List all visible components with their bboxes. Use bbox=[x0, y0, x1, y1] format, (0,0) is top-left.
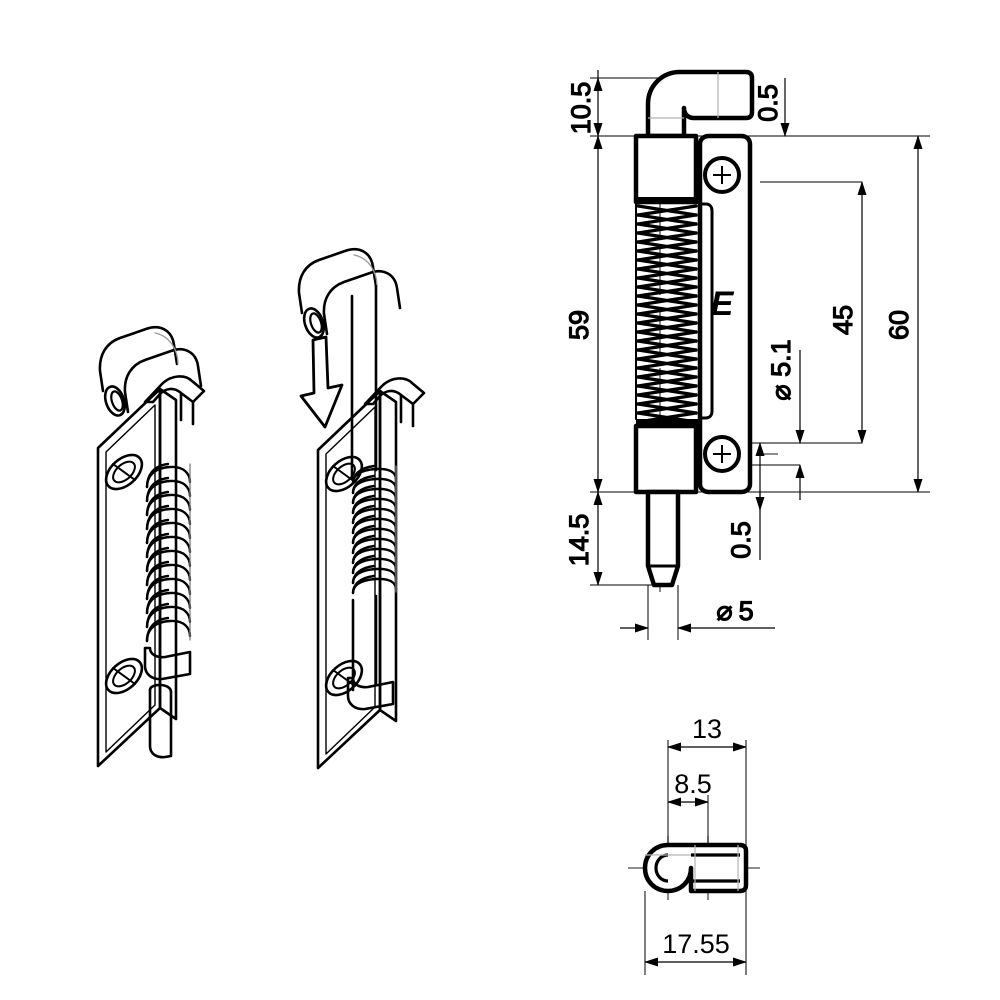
dim-label-45: 45 bbox=[828, 305, 858, 335]
front-elevation-view: E bbox=[590, 69, 930, 592]
top-section-view: 13 8.5 17.55 bbox=[628, 714, 760, 975]
iso1-plate bbox=[96, 387, 178, 768]
dim-label-14-5: 14.5 bbox=[564, 514, 594, 567]
front-pin bbox=[645, 489, 681, 588]
iso1-spring bbox=[145, 462, 192, 643]
dim-label-10-5: 10.5 bbox=[566, 82, 596, 135]
dim-label-60: 60 bbox=[884, 310, 914, 340]
top-section-inner bbox=[654, 853, 740, 883]
dim-label-dia-5-1: ⌀ 5.1 bbox=[766, 339, 796, 400]
iso-view-retracted bbox=[297, 247, 426, 770]
down-arrow-icon bbox=[299, 335, 344, 429]
iso1-pin bbox=[148, 683, 173, 759]
iso2-shaft bbox=[350, 284, 378, 480]
marking-letter-e: E bbox=[711, 285, 735, 323]
dim-label-0-5-bottom: 0.5 bbox=[726, 521, 756, 559]
iso2-bottom-collar bbox=[346, 676, 395, 711]
iso-view-extended bbox=[96, 325, 206, 768]
iso1-bottom-collar bbox=[143, 646, 192, 681]
front-hook-hidden-edges bbox=[648, 72, 719, 119]
iso2-spring-compressed bbox=[351, 464, 398, 595]
front-screw-hole-bottom bbox=[703, 435, 741, 473]
dim-label-59: 59 bbox=[564, 310, 594, 340]
dim-label-17-55: 17.55 bbox=[662, 929, 730, 959]
dim-label-13: 13 bbox=[692, 714, 722, 744]
dim-label-0-5-top: 0.5 bbox=[753, 84, 783, 122]
dim-label-8-5: 8.5 bbox=[674, 769, 712, 799]
iso2-lower-shaft bbox=[351, 594, 378, 692]
dim-dia-5 bbox=[620, 585, 775, 640]
iso1-screw-hole-bottom bbox=[104, 657, 144, 695]
iso2-screw-hole-top bbox=[324, 455, 364, 493]
iso1-top-tab bbox=[143, 375, 206, 426]
front-view-dimensions: 10.5 0.5 59 14.5 45 60 ⌀ 5.1 bbox=[563, 70, 923, 640]
iso1-screw-hole-top bbox=[104, 453, 144, 491]
iso2-screw-hole-bottom bbox=[324, 659, 364, 697]
front-screw-hole-top bbox=[703, 156, 741, 194]
iso2-top-tab bbox=[363, 377, 426, 428]
iso1-hook-tube bbox=[98, 325, 203, 417]
front-hook bbox=[645, 69, 755, 139]
iso2-hook-tube bbox=[297, 247, 402, 339]
front-spring bbox=[635, 197, 698, 426]
front-plate-pocket bbox=[700, 202, 714, 420]
top-section-light-edges bbox=[645, 845, 739, 891]
dim-label-dia-5: ⌀5 bbox=[716, 596, 753, 626]
